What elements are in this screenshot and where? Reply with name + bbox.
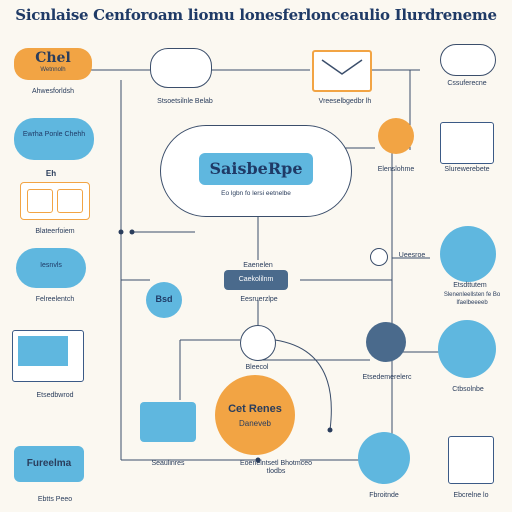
envelope-icon[interactable] <box>312 50 372 92</box>
top-label-2: Vreeselbgedbr lh <box>318 98 372 105</box>
bottom-left-pill[interactable]: Fureelma <box>14 446 84 482</box>
center-cloud-badge: SaisbeRpe <box>199 153 313 185</box>
center-cloud-caption: Eo lgbn fo lersi eetnelbe <box>221 190 291 197</box>
top-left-pill-sub: Wetnnolh <box>40 67 66 73</box>
center-small-label: Eaenelen <box>243 262 273 269</box>
blue-square-icon[interactable] <box>140 402 196 442</box>
orange-big-circle-title: Cet Renes <box>228 403 282 415</box>
small-blue-circle-text: Bsd <box>155 294 173 304</box>
right-orange-circle[interactable] <box>378 118 414 154</box>
right-label-3: Etsdttutem <box>453 282 487 289</box>
bottom-label-1: Seaulinres <box>151 460 185 467</box>
right-blue-circle-3[interactable] <box>358 432 410 484</box>
left-cloud-2-text: Iesnvls <box>40 262 62 269</box>
top-left-pill[interactable]: Chel Wetnnolh <box>14 48 92 80</box>
top-left-pill-title: Chel <box>35 50 71 66</box>
right-label-1: Elenslohme <box>377 166 415 173</box>
left-label-1: Ahwesforldsh <box>31 88 75 95</box>
cloud-icon <box>440 44 496 76</box>
center-small-box[interactable]: Caekolilnm <box>224 270 288 290</box>
center-cloud-title: SaisbeRpe <box>209 159 303 178</box>
monitor-icon <box>12 330 84 382</box>
right-blue-circle[interactable] <box>440 226 496 282</box>
network-node-icon <box>240 325 276 361</box>
left-label-4: Felreelentch <box>35 296 75 303</box>
bottom-label-3: Fbroitnde <box>369 492 399 499</box>
document-list-icon <box>440 122 494 164</box>
document-form-icon <box>448 436 494 484</box>
page-title: Sicnlaise Cenforoam liomu lonesferloncea… <box>15 6 497 24</box>
bottom-left-pill-text: Fureelma <box>26 458 72 469</box>
small-node-icon <box>370 248 388 266</box>
right-slate-circle[interactable] <box>366 322 406 362</box>
right-label-5: Etsedemerelerc <box>362 374 412 381</box>
left-label-5: Etsedbwrod <box>36 392 74 399</box>
left-cloud-2[interactable]: Iesnvls <box>16 248 86 288</box>
center-small-caption: Eesruerzlpe <box>240 296 278 303</box>
monitor-screen <box>18 336 68 366</box>
small-blue-circle[interactable]: Bsd <box>146 282 182 318</box>
mid-label: Bleecol <box>245 364 269 371</box>
right-label-2: Slurewerebete <box>444 166 490 173</box>
document-panel[interactable] <box>20 182 90 220</box>
left-label-2: Eh <box>45 169 57 178</box>
right-label-4: Slenenleellsten fe Bo Ifaelbeeeeb <box>443 292 501 306</box>
orange-big-circle[interactable]: Cet Renes Daneveb <box>215 375 295 455</box>
left-label-6: Ebtts Peeo <box>37 496 73 503</box>
document-icon <box>27 189 53 213</box>
right-blue-circle-2[interactable] <box>438 320 496 378</box>
center-cloud[interactable]: SaisbeRpe Eo lgbn fo lersi eetnelbe <box>160 125 352 217</box>
bottom-label-2: Eoenelntsetl Bhotmceo tlodbs <box>240 460 312 475</box>
left-cloud-1[interactable]: Ewrha Ponle Chehh <box>14 118 94 160</box>
small-node-label: Ueesroe <box>398 252 426 259</box>
center-small-box-text: Caekolilnm <box>238 276 274 283</box>
top-label-1: Stsoetsilnle Belab <box>157 98 213 105</box>
left-label-3: Blateerfoiem <box>35 228 75 235</box>
left-cloud-1-text: Ewrha Ponle Chehh <box>22 131 86 138</box>
right-label-6: Ctbsolnbe <box>452 386 484 393</box>
book-icon <box>150 48 212 88</box>
right-label-7: Ebcrelne lo <box>453 492 489 499</box>
top-label-3: Cssuferecne <box>447 80 487 87</box>
document-icon <box>57 189 83 213</box>
orange-big-circle-sub: Daneveb <box>238 419 272 428</box>
